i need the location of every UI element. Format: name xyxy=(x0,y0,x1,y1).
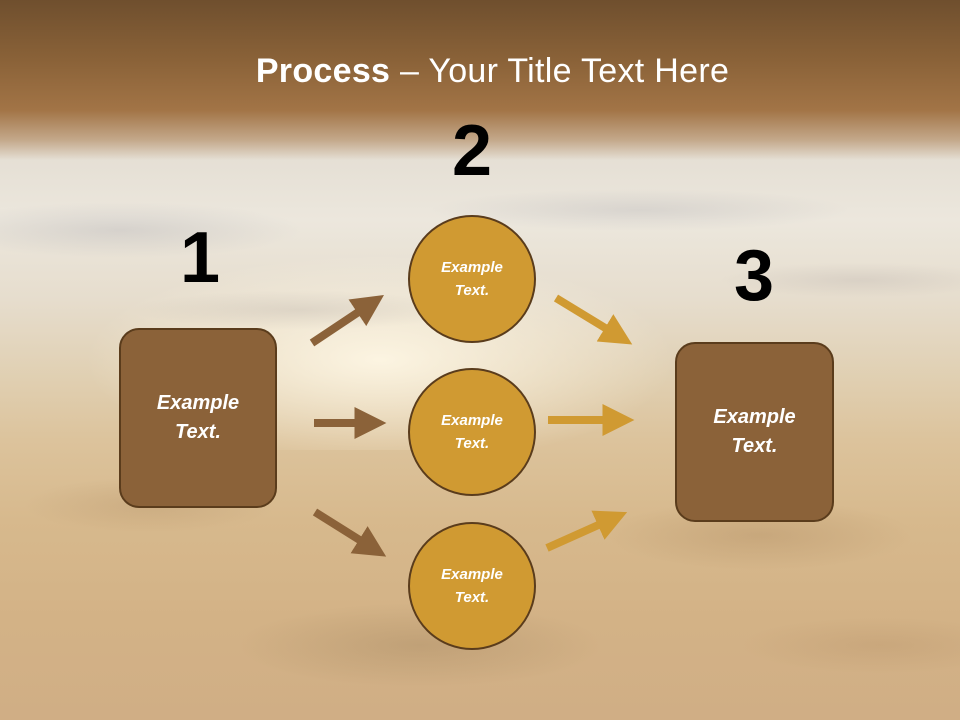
step1-box-text: Example Text. xyxy=(156,392,240,443)
step3-box: Example Text. xyxy=(675,342,834,522)
title-bar xyxy=(0,0,960,160)
step3-box-text: Example Text. xyxy=(713,406,796,457)
step1-box: Example Text. xyxy=(119,328,277,508)
step-number-1: 1 xyxy=(179,218,221,298)
step-number-3: 3 xyxy=(733,236,775,316)
arrow-left-to-top xyxy=(309,295,384,347)
arrow-bottom-to-right xyxy=(545,510,628,552)
arrow-left-to-bottom xyxy=(312,508,387,557)
title-rest: – Your Title Text Here xyxy=(390,52,730,90)
step2-circle-top: Example Text. xyxy=(408,215,536,343)
arrow-top-to-right xyxy=(553,294,633,345)
circle-top-text: Example Text. xyxy=(441,259,503,299)
step2-circle-middle: Example Text. xyxy=(408,368,536,496)
slide-title: Process – Your Title Text Here xyxy=(0,52,960,91)
circle-bottom-text: Example Text. xyxy=(441,566,503,606)
step-number-2: 2 xyxy=(451,111,493,191)
circle-middle-text: Example Text. xyxy=(441,412,503,452)
step2-circle-bottom: Example Text. xyxy=(408,522,536,650)
title-bold: Process xyxy=(255,52,391,90)
